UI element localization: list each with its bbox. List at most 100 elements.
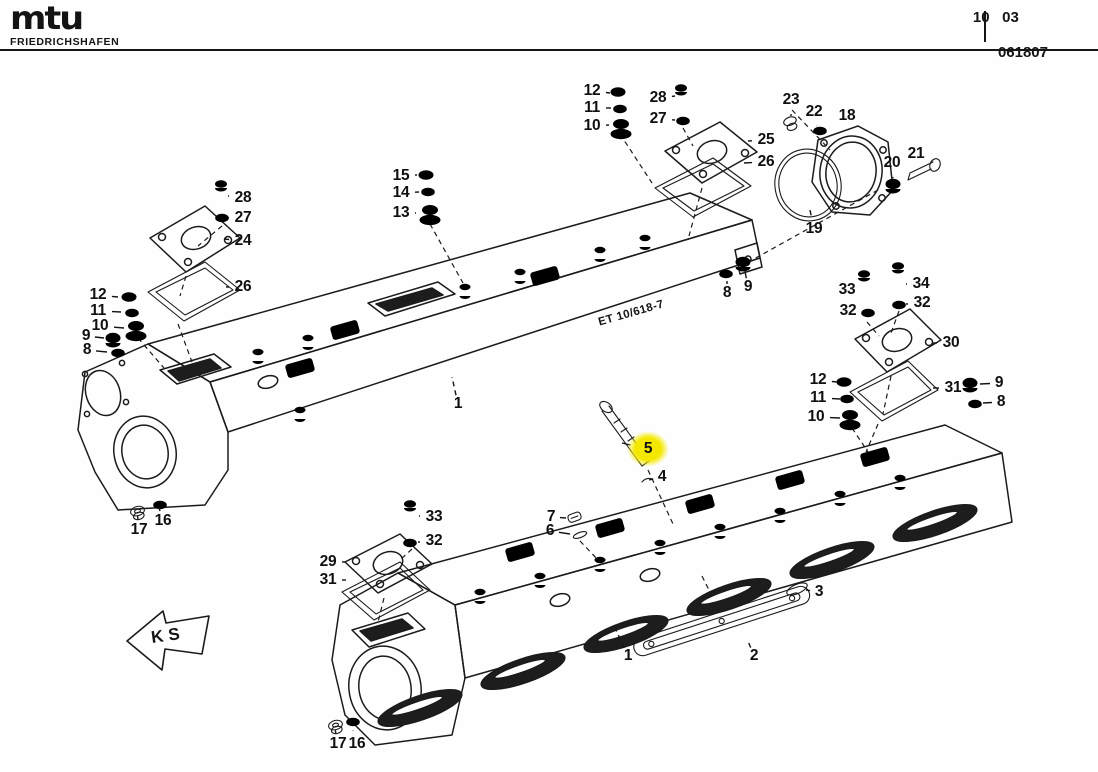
doc-code-line1: 10 03 (972, 9, 1019, 26)
part-label-1[interactable]: 1 (623, 647, 633, 664)
leader-line-12 (605, 91, 611, 94)
header-divider (984, 11, 986, 42)
part-label-15[interactable]: 15 (392, 167, 410, 184)
part-label-1[interactable]: 1 (453, 395, 463, 412)
part-label-22[interactable]: 22 (805, 103, 823, 120)
part-label-19[interactable]: 19 (805, 220, 823, 237)
part-label-4[interactable]: 4 (657, 468, 667, 485)
leader-line-9 (979, 382, 991, 385)
part-label-23[interactable]: 23 (782, 91, 800, 108)
part-label-27[interactable]: 27 (649, 110, 667, 127)
part-label-11[interactable]: 11 (810, 389, 826, 406)
part-label-29[interactable]: 29 (319, 553, 337, 570)
part-label-12[interactable]: 12 (809, 371, 827, 388)
part-label-26[interactable]: 26 (234, 278, 252, 295)
part-label-27[interactable]: 27 (234, 209, 252, 226)
o-ring-19 (774, 148, 842, 222)
seal-3 (786, 582, 808, 596)
part-label-28[interactable]: 28 (234, 189, 252, 206)
part-label-25[interactable]: 25 (757, 131, 775, 148)
part-label-33[interactable]: 33 (838, 281, 856, 298)
mtu-logo-text: mtu (10, 0, 84, 38)
part-label-9[interactable]: 9 (994, 374, 1004, 391)
small-parts (105, 84, 982, 735)
intake-port-openings (377, 503, 978, 728)
part-label-11[interactable]: 11 (584, 99, 600, 116)
part-label-18[interactable]: 18 (838, 107, 856, 124)
part-label-28[interactable]: 28 (649, 89, 667, 106)
part-label-10[interactable]: 10 (807, 408, 825, 425)
part-label-24[interactable]: 24 (234, 232, 252, 249)
gasket-26-left (147, 261, 241, 322)
part-label-16[interactable]: 16 (154, 512, 172, 529)
part-label-8[interactable]: 8 (996, 393, 1006, 410)
part-label-11[interactable]: 11 (90, 302, 106, 319)
part-label-6[interactable]: 6 (545, 522, 555, 539)
cover-plate-30 (854, 308, 942, 373)
part-label-5-highlighted[interactable]: 5 (627, 431, 669, 467)
part-label-33[interactable]: 33 (425, 508, 443, 525)
ks-label: KS (150, 623, 186, 646)
part-label-8[interactable]: 8 (82, 341, 92, 358)
leader-line-12 (831, 380, 838, 383)
leader-line-24 (223, 238, 230, 241)
part-label-10[interactable]: 10 (583, 117, 601, 134)
upper-intake-housing-drawing (77, 192, 763, 511)
part-label-9[interactable]: 9 (743, 278, 753, 295)
part-label-12[interactable]: 12 (89, 286, 107, 303)
connection-flange-18 (811, 125, 894, 216)
cover-plate-29 (344, 533, 433, 594)
cover-plate-24 (149, 205, 241, 273)
part-label-21[interactable]: 21 (907, 145, 925, 162)
mtu-logo: mtu FRIEDRICHSHAFEN (10, 2, 119, 48)
part-label-31[interactable]: 31 (319, 571, 337, 588)
part-label-17[interactable]: 17 (130, 521, 148, 538)
gasket-strip-2 (633, 585, 811, 657)
part-label-2[interactable]: 2 (749, 647, 759, 664)
label-leader-lines (94, 91, 993, 735)
part-label-32[interactable]: 32 (425, 532, 443, 549)
lower-intake-housing-drawing (331, 424, 1013, 746)
leader-line-4 (648, 478, 654, 481)
part-label-32[interactable]: 32 (913, 294, 931, 311)
leader-line-3 (805, 589, 811, 592)
doc-code-line2: 061807 (997, 43, 1048, 61)
leader-line-9 (744, 270, 747, 279)
leader-line-2 (747, 640, 752, 648)
document-code: 10 03 061807 (973, 9, 1048, 61)
part-label-9[interactable]: 9 (81, 327, 91, 344)
part-label-34[interactable]: 34 (912, 275, 930, 292)
part-label-3[interactable]: 3 (814, 583, 824, 600)
gasket-31-left (341, 561, 431, 621)
part-label-7[interactable]: 7 (546, 508, 556, 525)
leader-line-1 (451, 376, 457, 396)
part-label-13[interactable]: 13 (392, 204, 410, 221)
part-label-17[interactable]: 17 (329, 735, 347, 752)
part-label-16[interactable]: 16 (348, 735, 366, 752)
leader-line-16 (158, 507, 161, 512)
leader-line-9 (94, 336, 105, 339)
leader-line-6 (558, 531, 571, 535)
leader-line-12 (111, 295, 119, 298)
part-label-32[interactable]: 32 (839, 302, 857, 319)
leader-line-10 (113, 326, 125, 329)
part-label-8[interactable]: 8 (722, 284, 732, 301)
cover-plate-25 (664, 121, 758, 184)
leader-line-8 (982, 401, 993, 404)
part-label-20[interactable]: 20 (883, 154, 901, 171)
gasket-31-right (849, 360, 939, 422)
header-rule (0, 49, 1098, 51)
leader-line-1 (615, 629, 625, 649)
leader-line-17 (334, 730, 337, 735)
gasket-26-upper (654, 157, 752, 218)
part-label-31[interactable]: 31 (944, 379, 962, 396)
ks-direction-arrow: KS (126, 610, 210, 671)
part-label-14[interactable]: 14 (392, 184, 410, 201)
page-header: mtu FRIEDRICHSHAFEN 10 03 061807 (0, 0, 1098, 61)
leader-line-19 (809, 209, 812, 216)
part-label-30[interactable]: 30 (942, 334, 960, 351)
part-label-26[interactable]: 26 (757, 153, 775, 170)
part-label-12[interactable]: 12 (583, 82, 601, 99)
part-label-10[interactable]: 10 (91, 317, 109, 334)
